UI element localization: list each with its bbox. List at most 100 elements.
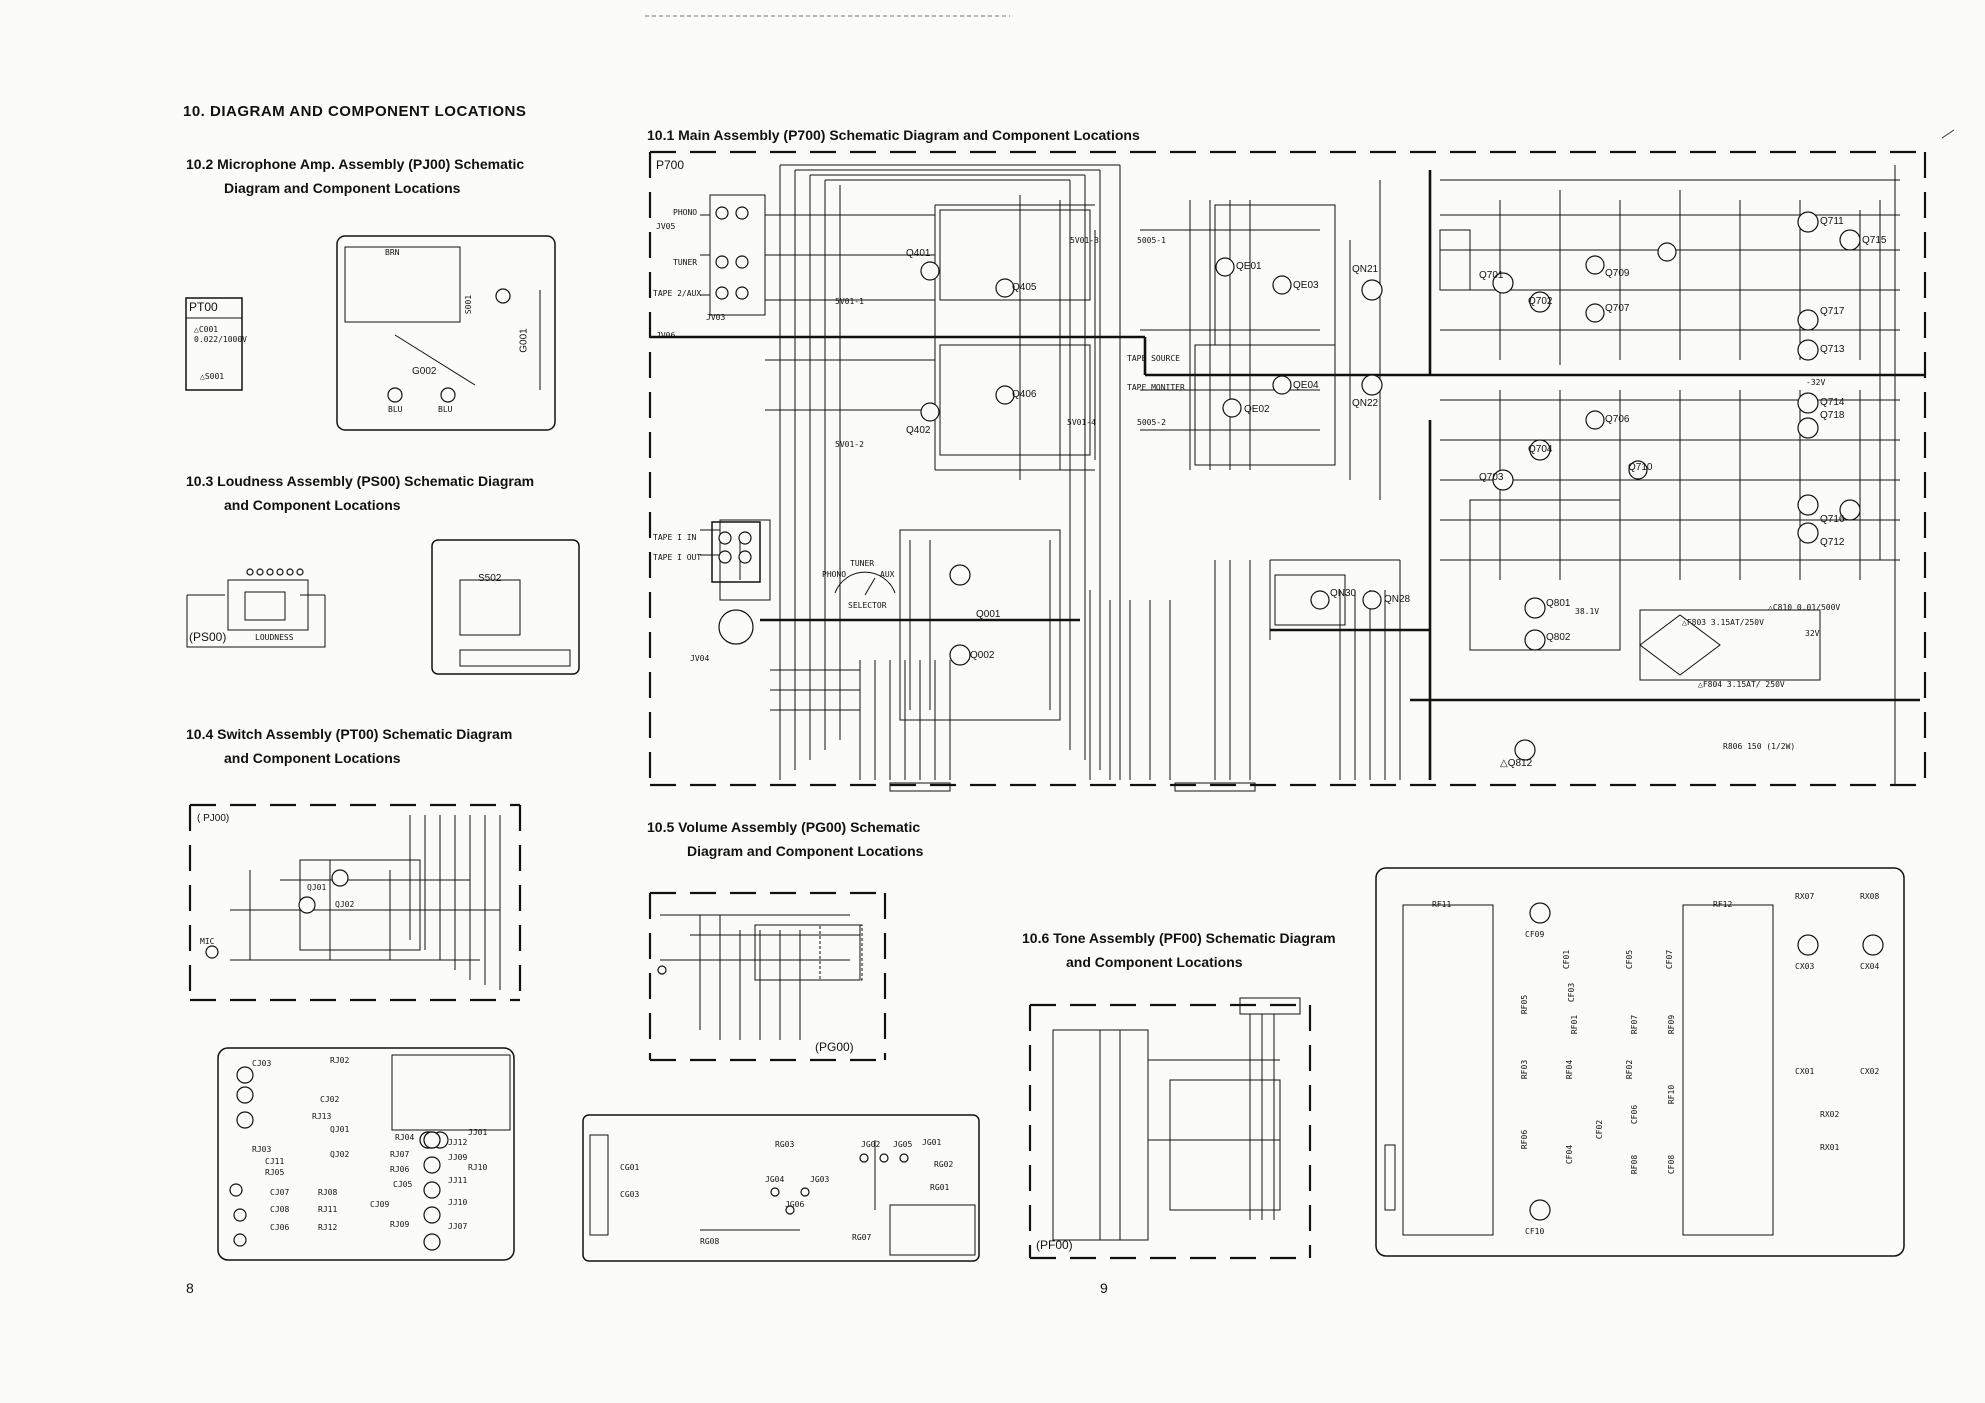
label-jv03: JV03 <box>706 313 726 322</box>
pcb-label-rf05: RF05 <box>1520 994 1530 1015</box>
pcb-label-cj02: CJ02 <box>320 1095 340 1104</box>
pcb-label-cg03: CG03 <box>620 1190 640 1199</box>
section-heading-main-assembly: 10.1 Main Assembly (P700) Schematic Diag… <box>647 127 1140 143</box>
label-qn22: QN22 <box>1352 398 1379 409</box>
pcb-label-rx01: RX01 <box>1820 1143 1840 1152</box>
label-c001-rating: 0.022/1000V <box>194 335 247 344</box>
pcb-label-cj06: CJ06 <box>270 1223 290 1232</box>
pcb-label-cx02: CX02 <box>1860 1067 1880 1076</box>
pcb-label-cj07: CJ07 <box>270 1188 290 1197</box>
label-q703: Q703 <box>1479 472 1504 483</box>
pcb-label-cf08: CF08 <box>1667 1154 1677 1175</box>
label-q002: Q002 <box>970 650 995 661</box>
label-blu-2: BLU <box>438 405 453 414</box>
pcb-label-rj05: RJ05 <box>265 1168 285 1177</box>
label-q716: Q716 <box>1820 514 1845 525</box>
label-q701: Q701 <box>1479 270 1504 281</box>
label-rf11: RF11 <box>1432 900 1452 909</box>
main-wiring <box>700 164 1900 792</box>
pcb-label-rx08: RX08 <box>1860 892 1880 901</box>
pcb-label-rj03: RJ03 <box>252 1145 272 1154</box>
label-32v: 32V <box>1805 629 1820 638</box>
section-heading-line: 10.3 Loudness Assembly (PS00) Schematic … <box>186 473 535 489</box>
label-jv04: JV04 <box>690 654 710 663</box>
pcb-label-jg01: JG01 <box>922 1138 942 1147</box>
page-heading: 10. DIAGRAM AND COMPONENT LOCATIONS <box>183 103 527 120</box>
pcb-label-rg01: RG01 <box>930 1183 950 1192</box>
pcb-label-rf10: RF10 <box>1667 1084 1677 1105</box>
label-s502: S502 <box>478 573 502 584</box>
pcb-label-rj06: RJ06 <box>390 1165 410 1174</box>
section-heading-line: Diagram and Component Locations <box>687 843 924 859</box>
pcb-label-cx03: CX03 <box>1795 962 1815 971</box>
pcb-label-cf04: CF04 <box>1565 1144 1575 1165</box>
label-q718: Q718 <box>1820 410 1845 421</box>
label-q402: Q402 <box>906 425 931 436</box>
label-brn: BRN <box>385 248 400 257</box>
section-heading-mic-amp: 10.2 Microphone Amp. Assembly (PJ00) Sch… <box>186 152 524 200</box>
label-g002: G002 <box>412 366 437 377</box>
label-tape1in: TAPE I IN <box>653 533 697 542</box>
section-heading-line: 10.4 Switch Assembly (PT00) Schematic Di… <box>186 726 513 742</box>
pcb-label-cj03: CJ03 <box>252 1059 272 1068</box>
pcb-label-rj10: RJ10 <box>468 1163 488 1172</box>
pcb-label-jj10: JJ10 <box>448 1198 468 1207</box>
board-tag-pg00: (PG00) <box>815 1040 854 1054</box>
pcb-label-rg02: RG02 <box>934 1160 954 1169</box>
label-qn30: QN30 <box>1330 588 1357 599</box>
pcb-label-cj11: CJ11 <box>265 1157 285 1166</box>
section-heading-line: and Component Locations <box>224 750 401 766</box>
pcb-label-cf01: CF01 <box>1562 949 1572 970</box>
pcb-label-rf08: RF08 <box>1630 1154 1640 1175</box>
label-tape1out: TAPE I OUT <box>653 553 702 562</box>
label-jv06: JV06 <box>656 331 676 340</box>
label-f803: △F803 3.15AT/250V <box>1682 618 1764 627</box>
pcb-label-rf02: RF02 <box>1625 1059 1635 1080</box>
section-heading-tone: 10.6 Tone Assembly (PF00) Schematic Diag… <box>1022 926 1336 974</box>
mic-amp-schematic <box>188 803 522 1002</box>
volume-schematic <box>648 891 887 1062</box>
pcb-label-cf07: CF07 <box>1665 949 1675 970</box>
label-q714: Q714 <box>1820 397 1845 408</box>
tone-pcb <box>1375 867 1905 1257</box>
page-number-right: 9 <box>1100 1280 1108 1296</box>
pcb-label-jg03: JG03 <box>810 1175 830 1184</box>
label-mic: MIC <box>200 937 215 946</box>
section-heading-switch: 10.4 Switch Assembly (PT00) Schematic Di… <box>186 722 512 770</box>
pcb-label-rf03: RF03 <box>1520 1059 1530 1080</box>
label-minus-32v: -32V <box>1806 378 1826 387</box>
label-tape-source: TAPE SOURCE <box>1127 354 1180 363</box>
mic-amp-pcb <box>217 1047 515 1261</box>
label-qe02: QE02 <box>1244 404 1270 415</box>
pcb-label-qj01: QJ01 <box>330 1125 350 1134</box>
label-f804: △F804 3.15AT/ 250V <box>1698 680 1785 689</box>
pcb-label-rg07: RG07 <box>852 1233 872 1242</box>
pcb-label-cf02: CF02 <box>1595 1119 1605 1140</box>
section-heading-line: Diagram and Component Locations <box>224 180 461 196</box>
pcb-label-rf07: RF07 <box>1630 1014 1640 1035</box>
label-selector-tuner: TUNER <box>850 559 875 568</box>
label-selector-phono: PHONO <box>822 570 847 579</box>
pcb-label-rj09: RJ09 <box>390 1220 410 1229</box>
label-q713: Q713 <box>1820 344 1845 355</box>
label-qe04: QE04 <box>1293 380 1319 391</box>
label-selector: SELECTOR <box>848 601 887 610</box>
pcb-label-rf06: RF06 <box>1520 1129 1530 1150</box>
tone-schematic <box>1028 997 1312 1260</box>
label-q710: Q710 <box>1628 462 1653 473</box>
section-heading-line: and Component Locations <box>224 497 401 513</box>
section-heading-line: 10.2 Microphone Amp. Assembly (PJ00) Sch… <box>186 156 525 172</box>
label-r806: R806 150 (1/2W) <box>1723 742 1796 751</box>
label-s501-3: 5V01-3 <box>1070 236 1099 245</box>
label-blu-1: BLU <box>388 405 403 414</box>
pcb-label-rx07: RX07 <box>1795 892 1815 901</box>
pcb-label-rj07: RJ07 <box>390 1150 410 1159</box>
label-tape-monitor: TAPE MONITER <box>1127 383 1185 392</box>
label-q707: Q707 <box>1605 303 1630 314</box>
pcb-label-jj01: JJ01 <box>468 1128 488 1137</box>
label-c810: △C810 0.01/500V <box>1768 603 1841 612</box>
label-38v: 38.1V <box>1575 607 1600 616</box>
label-s001: S001 <box>464 294 474 315</box>
pcb-label-jg05: JG05 <box>893 1140 913 1149</box>
board-tag-pf00: (PF00) <box>1036 1238 1073 1252</box>
